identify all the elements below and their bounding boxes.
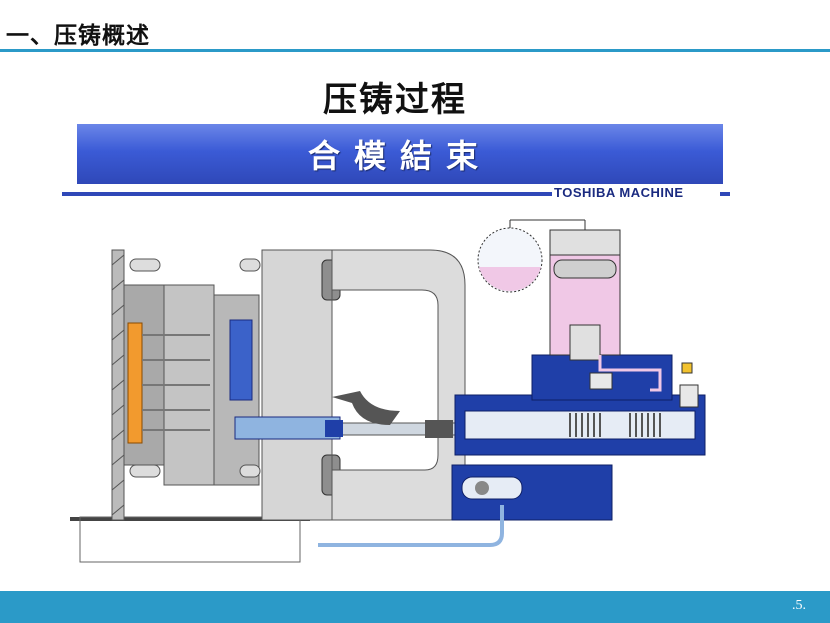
plunger-tip [325, 420, 343, 437]
solenoid-valve [679, 384, 699, 408]
oil-line [598, 355, 662, 392]
yellow-indicator [681, 362, 693, 374]
ejector-plate [127, 322, 143, 444]
ladle-icon [332, 391, 400, 425]
stage-banner-text: 合模結束 [307, 137, 492, 175]
die-cavity [229, 319, 253, 401]
fixed-platen [261, 249, 333, 521]
valve-spool [461, 476, 523, 500]
accumulator-cap [549, 229, 621, 256]
header-rule [0, 49, 830, 52]
tie-bar-bottom-2 [239, 464, 261, 478]
accumulator-piston [553, 259, 617, 279]
valve-port [475, 481, 489, 495]
base-frame [79, 516, 301, 563]
brand-tail [720, 192, 730, 196]
stage-banner: 合模結束 [77, 124, 723, 184]
tie-bar-bottom [129, 464, 161, 478]
die-casting-machine-diagram [70, 219, 706, 563]
cylinder-bore [464, 410, 696, 440]
accumulator-neck [569, 324, 601, 361]
shot-sleeve [234, 416, 341, 440]
check-valve [589, 372, 613, 390]
brand-line [62, 192, 552, 196]
gas-bottle-liquid [479, 267, 541, 292]
page-number: .5. [792, 598, 806, 613]
tie-bar-top-2 [239, 258, 261, 272]
return-pipe [318, 505, 504, 547]
footer-bar: .5. [0, 591, 830, 623]
section-header: 一、压铸概述 [6, 23, 150, 49]
brand-row: TOSHIBA MACHINE [62, 185, 730, 200]
slide-title: 压铸过程 [323, 80, 467, 120]
machine-base [70, 517, 310, 521]
coupling [425, 420, 453, 438]
c-frame [331, 249, 466, 521]
brand-label: TOSHIBA MACHINE [554, 185, 684, 200]
tie-bar-top [129, 258, 161, 272]
